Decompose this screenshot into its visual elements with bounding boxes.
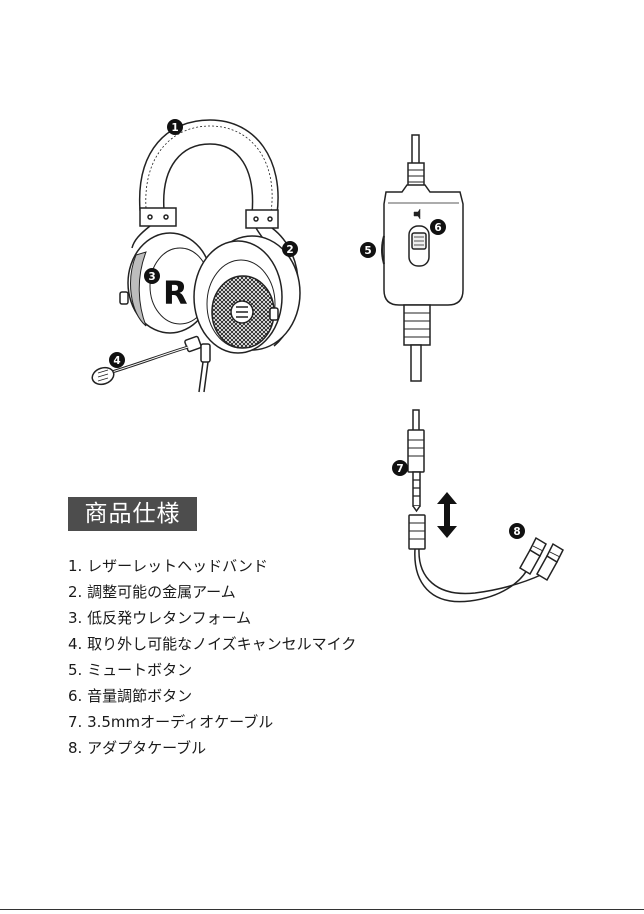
earcup-letter: R [163, 274, 188, 312]
svg-text:6: 6 [434, 222, 441, 234]
spec-item: 1. レザーレットヘッドバンド [68, 553, 356, 579]
page-footer-rule [0, 909, 644, 910]
double-arrow-vertical-icon [437, 492, 457, 538]
audio-jack-plug [408, 430, 424, 511]
svg-text:3: 3 [148, 271, 155, 283]
mic-capsule [90, 365, 116, 387]
spec-item: 5. ミュートボタン [68, 657, 356, 683]
callout-6: 6 [430, 219, 446, 235]
spec-item: 6. 音量調節ボタン [68, 683, 356, 709]
callout-2: 2 [282, 241, 298, 257]
product-illustrations: R [0, 0, 644, 640]
inline-control-illustration [382, 135, 463, 381]
adapter-cable-illustration [408, 410, 563, 602]
svg-text:8: 8 [513, 526, 520, 538]
mic-boom [90, 336, 202, 387]
spec-item: 4. 取り外し可能なノイズキャンセルマイク [68, 631, 356, 657]
headset-illustration: R [90, 120, 300, 392]
adapter-socket [409, 515, 425, 549]
y-split-cable [415, 549, 543, 602]
callout-3: 3 [144, 268, 160, 284]
headband [140, 120, 278, 214]
svg-text:2: 2 [286, 244, 293, 256]
callout-4: 4 [109, 352, 125, 368]
spec-section-title: 商品仕様 [68, 497, 197, 531]
headset-cable [199, 344, 210, 392]
spec-item: 7. 3.5mmオーディオケーブル [68, 709, 356, 735]
spec-item: 8. アダプタケーブル [68, 735, 356, 761]
svg-text:5: 5 [364, 245, 371, 257]
spec-list: 1. レザーレットヘッドバンド 2. 調整可能の金属アーム 3. 低反発ウレタン… [68, 553, 356, 761]
spec-item: 3. 低反発ウレタンフォーム [68, 605, 356, 631]
svg-text:7: 7 [396, 463, 403, 475]
callout-8: 8 [509, 523, 525, 539]
left-slider [140, 208, 176, 226]
volume-slider [409, 226, 429, 266]
spec-item: 2. 調整可能の金属アーム [68, 579, 356, 605]
callout-1: 1 [167, 119, 183, 135]
callout-5: 5 [360, 242, 376, 258]
svg-text:1: 1 [171, 122, 178, 134]
callout-7: 7 [392, 460, 408, 476]
right-slider [246, 210, 278, 228]
svg-text:4: 4 [113, 355, 120, 367]
